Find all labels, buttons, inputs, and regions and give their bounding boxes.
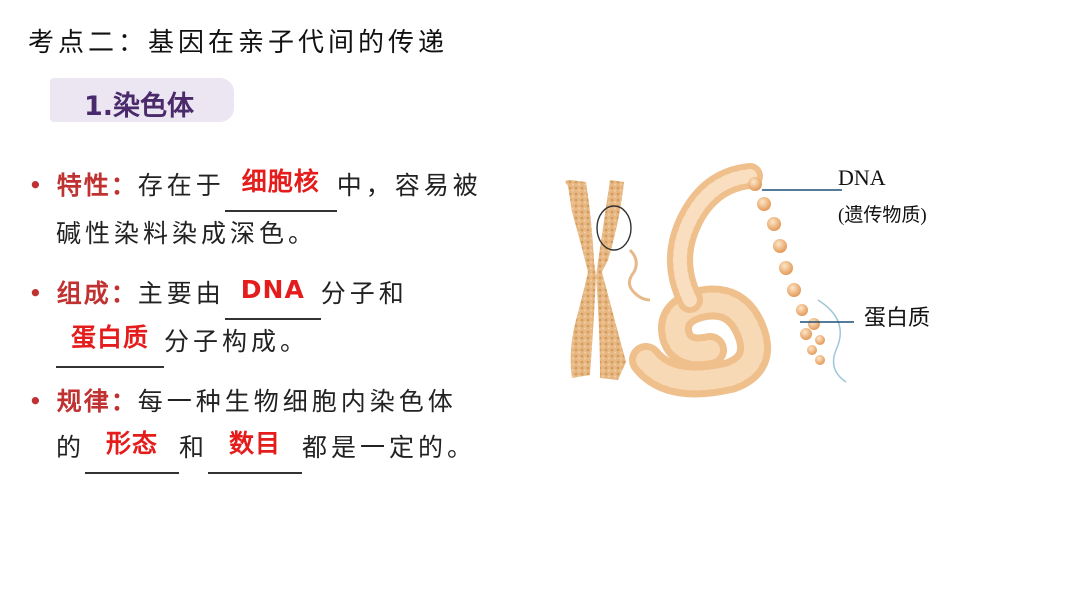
bullet-rule: • 规律：每一种生物细胞内染色体 bbox=[28, 378, 457, 426]
answer-blank: 形态 bbox=[85, 424, 180, 474]
bullet-characteristics: • 特性：存在于细胞核中，容易被 bbox=[28, 162, 482, 212]
answer-nucleus: 细胞核 bbox=[241, 167, 320, 196]
answer-number: 数目 bbox=[229, 429, 282, 458]
answer-blank: 数目 bbox=[208, 424, 303, 474]
text-segment: 每一种生物细胞内染色体 bbox=[137, 387, 457, 416]
bullet-composition-line2: 蛋白质分子构成。 bbox=[56, 318, 309, 368]
nucleosome-beads bbox=[748, 177, 825, 365]
text-segment: 的 bbox=[56, 433, 86, 462]
answer-blank: 蛋白质 bbox=[56, 318, 164, 368]
coiled-fiber bbox=[629, 163, 771, 398]
section-label: 1.染色体 bbox=[50, 78, 234, 122]
chromosome-illustration bbox=[565, 163, 854, 398]
bullet-dot: • bbox=[28, 387, 47, 416]
section-label-text: 1.染色体 bbox=[84, 91, 195, 122]
dna-label: DNA bbox=[838, 165, 886, 190]
answer-shape: 形态 bbox=[106, 429, 159, 458]
text-segment: 中，容易被 bbox=[336, 171, 482, 200]
dna-sublabel: (遗传物质) bbox=[838, 205, 927, 226]
text-segment: 分子构成。 bbox=[164, 327, 310, 356]
keyword-characteristics: 特性： bbox=[56, 171, 138, 200]
magnify-circle bbox=[596, 205, 632, 251]
bullet-dot: • bbox=[28, 171, 47, 200]
text-segment: 和 bbox=[179, 433, 209, 462]
keyword-composition: 组成： bbox=[56, 279, 138, 308]
answer-dna: DNA bbox=[240, 275, 305, 304]
answer-protein: 蛋白质 bbox=[70, 323, 149, 352]
answer-blank: 细胞核 bbox=[224, 162, 337, 212]
text-segment: 分子和 bbox=[320, 279, 408, 308]
text-segment: 都是一定的。 bbox=[302, 433, 477, 462]
text-segment: 主要由 bbox=[137, 279, 225, 308]
chromosome-shape bbox=[565, 180, 626, 380]
answer-blank: DNA bbox=[224, 270, 321, 320]
protein-label: 蛋白质 bbox=[864, 305, 931, 330]
slide-title: 考点二：基因在亲子代间的传递 bbox=[28, 28, 449, 58]
bullet-rule-line2: 的形态和数目都是一定的。 bbox=[56, 424, 476, 474]
bullet-characteristics-line2: 碱性染料染成深色。 bbox=[56, 219, 318, 248]
keyword-rule: 规律： bbox=[56, 387, 138, 416]
chromosome-figure: DNA (遗传物质) 蛋白质 bbox=[550, 150, 970, 400]
text-segment: 存在于 bbox=[137, 171, 225, 200]
bullet-dot: • bbox=[28, 279, 47, 308]
bullet-composition: • 组成：主要由 DNA 分子和 bbox=[28, 270, 408, 320]
